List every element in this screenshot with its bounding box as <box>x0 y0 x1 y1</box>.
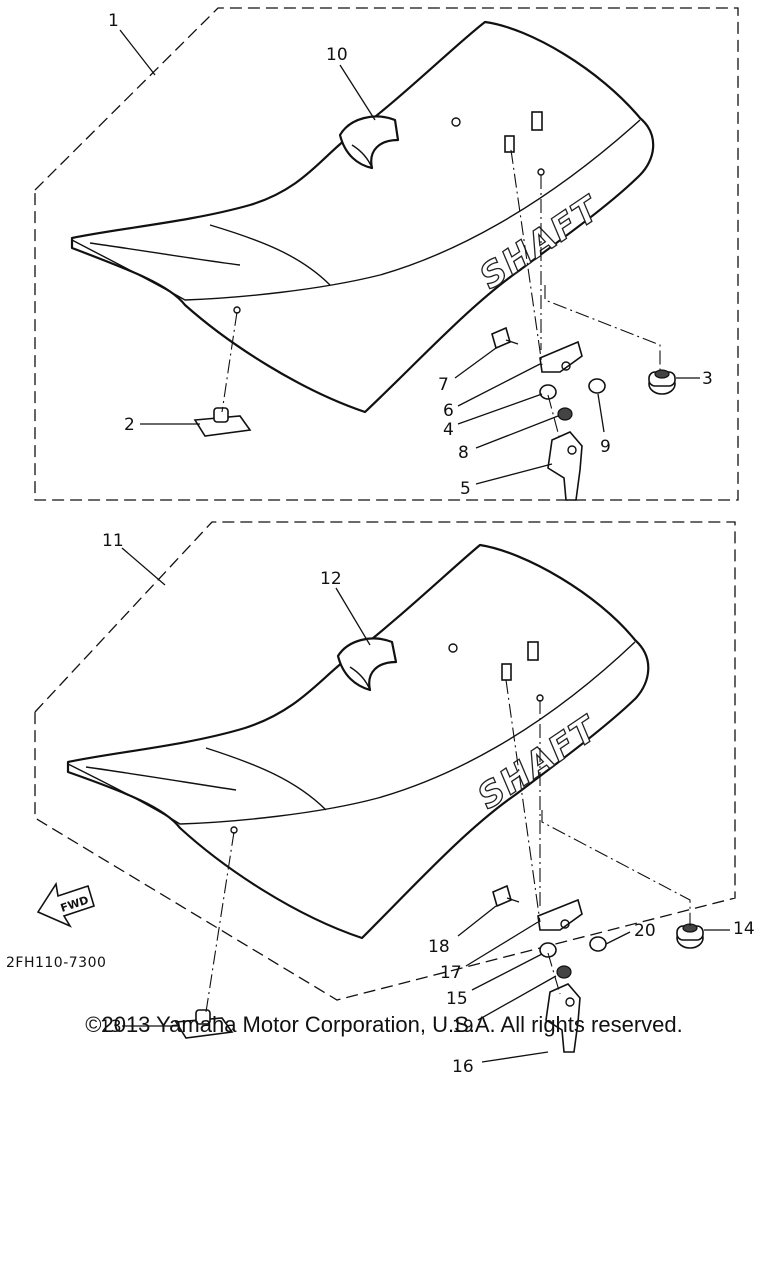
callout-11: 11 <box>102 531 124 551</box>
copyright-notice: ©2013 Yamaha Motor Corporation, U.S.A. A… <box>85 1012 683 1037</box>
callout-6: 6 <box>443 401 454 421</box>
lower-parts <box>174 884 704 1053</box>
callout-5: 5 <box>460 479 471 499</box>
callout-3: 3 <box>702 369 713 389</box>
part-code: 2FH110-7300 <box>6 955 106 971</box>
callout-7: 7 <box>438 375 449 395</box>
callout-15: 15 <box>446 989 468 1009</box>
callout-17: 17 <box>440 963 462 983</box>
upper-assembly-lines <box>221 149 661 441</box>
lower-leaders <box>121 547 730 1063</box>
callout-19: 19 <box>452 1017 474 1037</box>
lower-callouts: 11 12 13 14 18 17 15 19 20 16 <box>100 531 755 1077</box>
upper-group-outline <box>34 7 739 501</box>
callout-8: 8 <box>458 443 469 463</box>
lower-seat: SHAFT <box>66 543 650 940</box>
callout-1: 1 <box>108 11 119 31</box>
lower-assembly-lines <box>205 679 691 1013</box>
upper-leaders <box>119 29 700 485</box>
callout-20: 20 <box>634 921 656 941</box>
lower-group-outline <box>34 521 736 1001</box>
callout-10: 10 <box>326 45 348 65</box>
callout-12: 12 <box>320 569 342 589</box>
callout-14: 14 <box>733 919 755 939</box>
upper-assembly: SHAFT <box>34 7 739 501</box>
forward-direction-arrow: FWD <box>36 881 95 928</box>
callout-2: 2 <box>124 415 135 435</box>
callout-4: 4 <box>443 420 454 440</box>
lower-assembly: SHAFT <box>34 521 755 1077</box>
upper-parts <box>193 326 676 501</box>
callout-18: 18 <box>428 937 450 957</box>
callout-13: 13 <box>100 1017 122 1037</box>
upper-callouts: 1 10 2 3 7 6 4 8 9 5 <box>108 11 713 499</box>
callout-16: 16 <box>452 1057 474 1077</box>
seat-exploded-diagram: SHAFT <box>6 7 755 1077</box>
callout-9: 9 <box>600 437 611 457</box>
